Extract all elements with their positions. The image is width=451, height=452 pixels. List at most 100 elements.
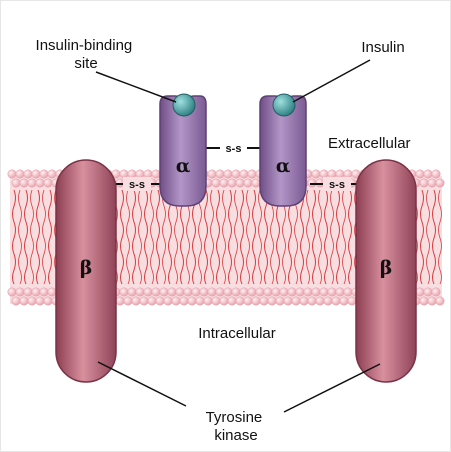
lipid-head (424, 170, 432, 178)
lipid-head (320, 170, 328, 178)
lipid-head (244, 179, 252, 187)
lipid-head (160, 288, 168, 296)
lipid-head (208, 288, 216, 296)
insulin-binding-site-line1: Insulin-binding (36, 37, 133, 54)
lipid-head (204, 297, 212, 305)
lipid-head (256, 288, 264, 296)
lipid-head (144, 170, 152, 178)
lipid-head (208, 170, 216, 178)
alpha-label-right: α (276, 155, 291, 177)
lipid-head (344, 170, 352, 178)
lipid-head (216, 288, 224, 296)
lipid-head (432, 170, 440, 178)
lipid-head (336, 170, 344, 178)
insulin-molecule-left (173, 94, 195, 116)
lipid-head (424, 288, 432, 296)
lipid-head (420, 179, 428, 187)
beta-subunit-left: β (56, 160, 116, 382)
lipid-head (276, 297, 284, 305)
intracellular-label: Intracellular (198, 325, 276, 342)
lipid-head (328, 288, 336, 296)
lipid-head (252, 179, 260, 187)
lipid-head (304, 288, 312, 296)
lipid-head (144, 288, 152, 296)
lipid-head (284, 297, 292, 305)
lipid-head (48, 170, 56, 178)
lipid-head (248, 170, 256, 178)
lipid-head (428, 179, 436, 187)
insulin-label: Insulin (361, 39, 404, 56)
lipid-head (228, 297, 236, 305)
lipid-head (176, 288, 184, 296)
lipid-head (236, 297, 244, 305)
lipid-head (328, 170, 336, 178)
lipid-head (416, 170, 424, 178)
lipid-head (32, 288, 40, 296)
lipid-head (116, 297, 124, 305)
lipid-head (260, 297, 268, 305)
lipid-head (252, 297, 260, 305)
lipid-head (236, 179, 244, 187)
insulin-binding-site-label: Insulin-binding site (36, 37, 137, 72)
lipid-head (220, 179, 228, 187)
lipid-head (308, 297, 316, 305)
lipid-head (416, 288, 424, 296)
disulfide-label-alpha-alpha: s-s (226, 143, 242, 155)
lipid-head (128, 288, 136, 296)
lipid-head (324, 297, 332, 305)
lipid-head (192, 288, 200, 296)
lipid-head (216, 170, 224, 178)
lipid-head (316, 297, 324, 305)
tyrosine-kinase-line2: kinase (214, 427, 257, 444)
disulfide-label-right: s-s (329, 179, 345, 191)
beta-label-left: β (80, 257, 93, 279)
lipid-head (436, 179, 444, 187)
lipid-head (28, 297, 36, 305)
lipid-head (244, 297, 252, 305)
lipid-head (28, 179, 36, 187)
lipid-head (292, 297, 300, 305)
lipid-head (348, 297, 356, 305)
lipid-head (180, 297, 188, 305)
lipid-head (24, 288, 32, 296)
lipid-head (428, 297, 436, 305)
lipid-head (136, 288, 144, 296)
lipid-head (8, 288, 16, 296)
lipid-head (36, 179, 44, 187)
lipid-head (172, 297, 180, 305)
lipid-head (44, 179, 52, 187)
lipid-head (220, 297, 228, 305)
lipid-head (148, 297, 156, 305)
lipid-head (272, 288, 280, 296)
lipid-head (300, 297, 308, 305)
lipid-head (420, 297, 428, 305)
alpha-label-left: α (176, 155, 191, 177)
lipid-head (40, 170, 48, 178)
lipid-head (224, 170, 232, 178)
lipid-head (200, 288, 208, 296)
lipid-head (336, 288, 344, 296)
lipid-head (240, 288, 248, 296)
lipid-head (152, 170, 160, 178)
lipid-head (140, 297, 148, 305)
lipid-head (20, 179, 28, 187)
lipid-head (20, 297, 28, 305)
lipid-head (228, 179, 236, 187)
lipid-head (268, 297, 276, 305)
lipid-head (340, 297, 348, 305)
lipid-head (12, 179, 20, 187)
lipid-head (212, 179, 220, 187)
lipid-head (12, 297, 20, 305)
lipid-head (280, 288, 288, 296)
lipid-head (48, 288, 56, 296)
lipid-head (188, 297, 196, 305)
lipid-head (44, 297, 52, 305)
lipid-head (312, 170, 320, 178)
lipid-head (436, 297, 444, 305)
lipid-head (344, 288, 352, 296)
lipid-head (264, 288, 272, 296)
beta-subunit-right: β (356, 160, 416, 382)
lipid-head (184, 288, 192, 296)
lipid-head (156, 297, 164, 305)
